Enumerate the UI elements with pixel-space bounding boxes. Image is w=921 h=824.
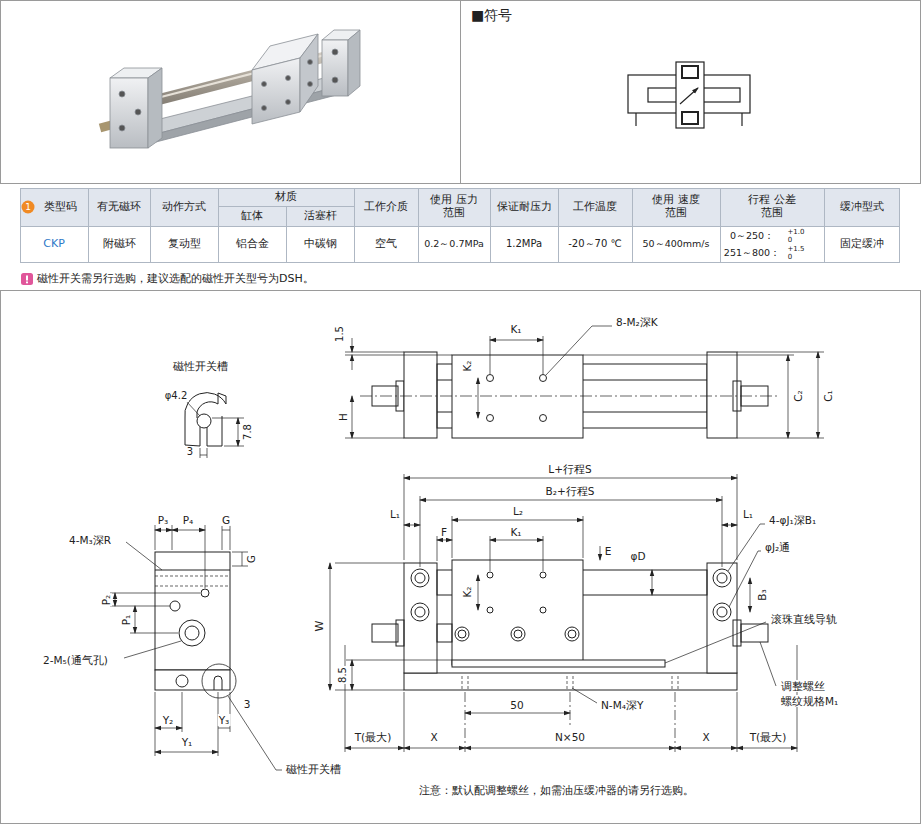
table-cell: 固定缓冲 xyxy=(840,238,884,251)
dimension-label: φD xyxy=(629,550,646,562)
panel-heading: ■符号 xyxy=(461,1,522,31)
table-cell: 铝合金 xyxy=(236,238,269,251)
dimension-label: G xyxy=(246,554,258,564)
table-header: 保证耐压力 xyxy=(497,201,552,214)
dimension-label: L₂ xyxy=(512,505,524,517)
dimension-label: 滚珠直线导轨 xyxy=(770,613,838,625)
dimension-label: L₁ xyxy=(389,508,401,520)
dimension-label: φ4.2 xyxy=(164,390,189,402)
dimension-label: F xyxy=(440,526,448,538)
dimension-label: B₂+行程S xyxy=(545,485,596,497)
dimension-label: 3 xyxy=(186,446,194,458)
dimension-label: L₁ xyxy=(742,508,754,520)
dimension-label: E xyxy=(604,545,613,557)
dimension-label: N-M₄深Y xyxy=(600,699,644,711)
dimension-label: P₃ xyxy=(157,514,170,526)
dimension-label: C₂ xyxy=(792,389,804,403)
dimension-label: L+行程S xyxy=(547,463,592,475)
dimension-label: 2-M₅(通气孔) xyxy=(42,654,109,666)
dimension-label: X xyxy=(429,731,438,743)
dimension-label: K₁ xyxy=(509,526,522,538)
dimension-label: 8-M₂深K xyxy=(615,316,659,328)
note-text: 磁性开关需另行选购，建议选配的磁性开关型号为DSH。 xyxy=(37,273,314,286)
dimension-label: 4-φJ₁深B₁ xyxy=(768,514,817,526)
dimension-label: B₃ xyxy=(756,588,768,601)
dimension-label: Y₁ xyxy=(181,736,194,748)
table-cell: 复动型 xyxy=(168,238,201,251)
dimension-label: G xyxy=(221,514,231,526)
dimension-label: φJ₂通 xyxy=(764,541,791,553)
dimension-label: 4-M₃深R xyxy=(68,534,112,546)
dimension-label: 磁性开关槽 xyxy=(285,764,342,777)
table-cell: +1.5 xyxy=(788,245,805,253)
dimension-label: N×50 xyxy=(554,731,586,743)
table-header: 缓冲型式 xyxy=(840,201,884,214)
dimension-label: Y₂ xyxy=(162,714,175,726)
table-cell: CKP xyxy=(43,238,65,251)
dimension-label: K₂ xyxy=(461,585,473,598)
table-cell: 50～400mm/s xyxy=(643,239,710,250)
table-cell: 空气 xyxy=(375,238,397,251)
table-header: 动作方式 xyxy=(162,201,206,214)
table-cell: 0 xyxy=(788,236,792,244)
table-cell: 1.2MPa xyxy=(506,238,542,250)
dimension-label: T(最大) xyxy=(354,731,393,743)
dimension-label: K₁ xyxy=(509,323,522,335)
dimension-label: C₁ xyxy=(822,389,834,403)
dimension-label: 螺纹规格M₁ xyxy=(780,695,839,707)
dimension-label: K₂ xyxy=(461,359,473,372)
dimension-label: 1.5 xyxy=(334,325,346,343)
dimension-label: P₁ xyxy=(120,614,132,627)
dimension-label: 调整螺丝 xyxy=(780,680,826,692)
table-header: 材质 xyxy=(275,191,297,204)
table-cell: -20～70 ℃ xyxy=(568,238,621,250)
dimension-label: T(最大) xyxy=(749,731,788,743)
table-cell: 251～800： xyxy=(724,248,780,259)
dimension-label: 7.8 xyxy=(242,423,254,441)
table-header: 使用 速度范围 xyxy=(647,194,705,219)
dimension-label: 3 xyxy=(243,698,252,710)
dimension-label: P₂ xyxy=(100,594,112,607)
table-header: 活塞杆 xyxy=(304,210,337,223)
note-text: 注意：默认配调整螺丝，如需油压缓冲器的请另行选购。 xyxy=(418,785,695,798)
table-cell: 0～250： xyxy=(730,231,774,242)
symbol-panel: ■符号 xyxy=(461,1,920,183)
table-cell: 附磁环 xyxy=(103,238,136,251)
table-header: 缸体 xyxy=(241,210,263,223)
table-cell: +1.0 xyxy=(788,228,805,236)
table-cell: 中碳钢 xyxy=(304,238,337,251)
table-header: 工作温度 xyxy=(573,201,617,214)
table-header: 有无磁环 xyxy=(97,201,141,214)
dimension-label: W xyxy=(314,620,327,633)
callout-number: 1 xyxy=(25,202,31,212)
dimension-label: P₄ xyxy=(182,514,195,526)
dimension-label: H xyxy=(337,412,349,422)
table-header: 行程 公差范围 xyxy=(743,194,801,219)
dimension-label: X xyxy=(701,731,710,743)
dimension-label: 8.5 xyxy=(337,666,349,684)
table-cell: 0.2～0.7MPa xyxy=(424,239,484,250)
table-header: 类型码 xyxy=(44,201,77,214)
dimension-label: Y₃ xyxy=(218,714,231,726)
table-header: 使用 压力范围 xyxy=(425,194,483,219)
dimension-label: 磁性开关槽 xyxy=(172,361,229,374)
table-cell: 0 xyxy=(788,253,792,261)
table-header: 工作介质 xyxy=(364,201,408,214)
dimension-label: 50 xyxy=(509,699,524,711)
